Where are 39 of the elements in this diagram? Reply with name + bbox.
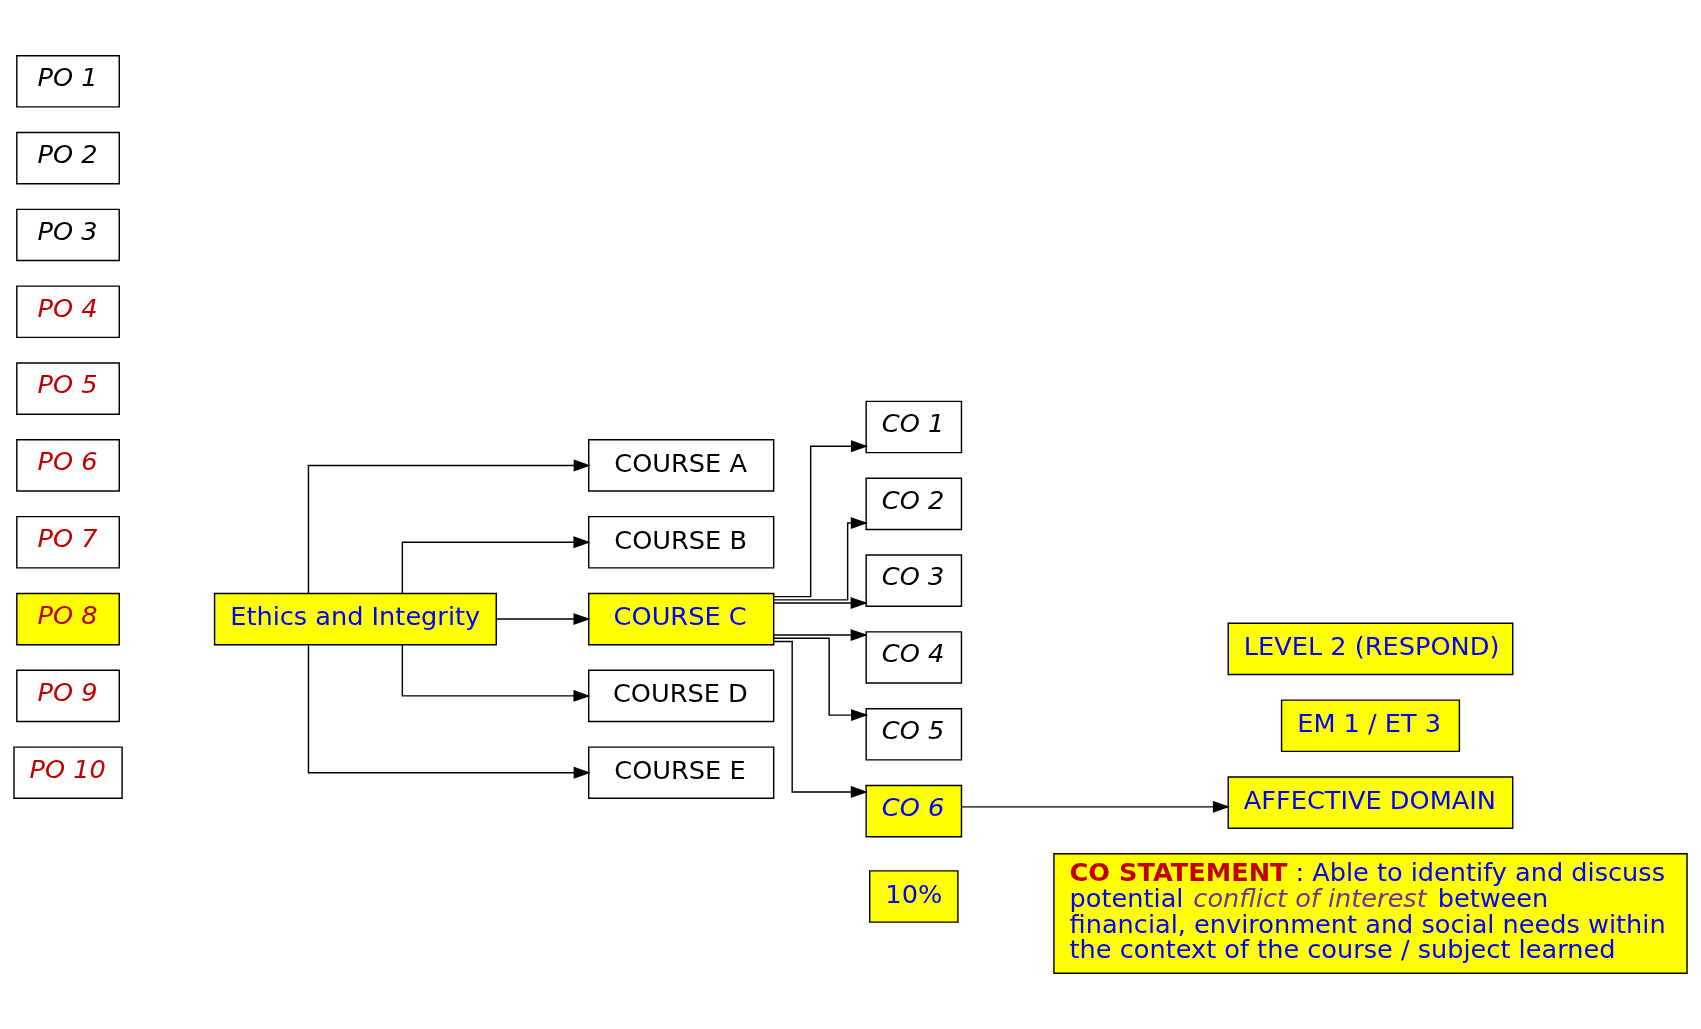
node-box: CO 2 — [865, 477, 963, 531]
node-box: LEVEL 2 (RESPOND) — [1227, 622, 1514, 676]
node-box: CO STATEMENT : Able to identify and discuss potential conflict of interest between financial, environment and social needs within the context of the course / subject learned — [1053, 853, 1688, 974]
arrow — [773, 440, 868, 598]
arrow — [495, 613, 591, 626]
arrow — [401, 644, 591, 702]
node-box: CO 1 — [865, 400, 963, 454]
node-box: PO 9 — [16, 669, 120, 723]
node-box: EM 1 / ET 3 — [1280, 699, 1461, 753]
node-box: PO 4 — [16, 285, 120, 339]
arrow — [773, 597, 868, 610]
node-box: COURSE C — [588, 592, 775, 646]
node-box: PO 10 — [13, 746, 123, 800]
node-box: PO 8 — [16, 592, 120, 646]
node-box: PO 5 — [16, 362, 120, 415]
node-box: PO 1 — [16, 55, 120, 108]
node-box: PO 2 — [16, 131, 120, 185]
node-box: AFFECTIVE DOMAIN — [1227, 776, 1514, 829]
arrow — [307, 459, 591, 594]
node-box: 10% — [869, 870, 959, 923]
node-box: COURSE B — [588, 515, 775, 569]
node-box: Ethics and Integrity — [213, 592, 497, 646]
node-box: COURSE A — [588, 439, 775, 492]
arrow — [401, 536, 591, 594]
node-box: PO 6 — [16, 439, 120, 492]
node-box: COURSE D — [588, 669, 775, 723]
node-box: COURSE E — [588, 746, 775, 800]
node-box: CO 3 — [865, 554, 963, 607]
node-box: PO 7 — [16, 515, 120, 569]
node-box: CO 6 — [865, 784, 963, 838]
arrow — [773, 640, 868, 798]
arrow — [307, 644, 591, 779]
node-box: CO 5 — [865, 708, 963, 761]
arrow — [773, 629, 868, 642]
arrow — [773, 637, 869, 722]
node-box: PO 3 — [16, 208, 120, 262]
arrow — [772, 517, 868, 601]
node-box: CO 4 — [865, 631, 963, 684]
arrow — [961, 800, 1230, 813]
